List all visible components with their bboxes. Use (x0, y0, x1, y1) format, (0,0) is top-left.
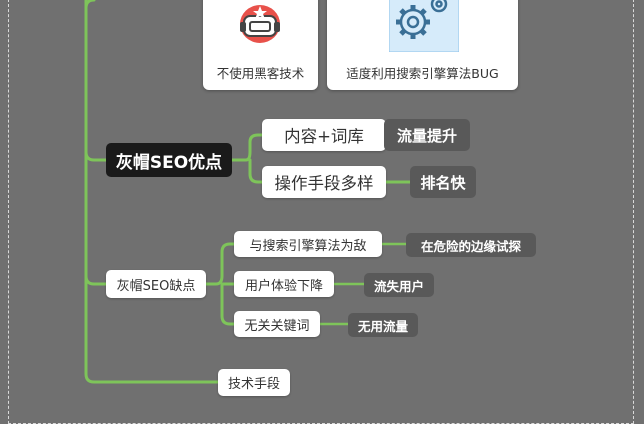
card-label: 不使用黑客技术 (216, 66, 305, 81)
branch-cons (84, 274, 108, 286)
connector-lines (84, 0, 412, 384)
methods-node[interactable]: 技术手段 (218, 369, 290, 396)
cons-tag-lost-users[interactable]: 流失用户 (364, 273, 434, 297)
pros-fork (230, 133, 264, 162)
pros-item-content-library[interactable]: 内容+词库 (262, 119, 386, 151)
cons-fork (204, 242, 236, 286)
trunk-line (84, 0, 220, 384)
pros-fork-2 (248, 158, 264, 184)
cons-node[interactable]: 灰帽SEO缺点 (106, 270, 206, 298)
branch-pros (84, 150, 108, 162)
cons-item-against-algorithm[interactable]: 与搜索引擎算法为敌 (234, 231, 382, 257)
card-no-hacking: 不使用黑客技术 (203, 0, 318, 90)
pros-tag-fast-ranking[interactable]: 排名快 (410, 166, 476, 198)
cons-item-irrelevant-keywords[interactable]: 无关关键词 (234, 311, 320, 337)
gears-icon (388, 0, 460, 56)
cons-item-ux-decline[interactable]: 用户体验下降 (234, 271, 334, 297)
branch-cards (84, 0, 96, 10)
cons-fork-3 (220, 282, 236, 326)
card-algorithm-bug: 适度利用搜索引擎算法BUG (327, 0, 518, 90)
cons-tag-edge-of-danger[interactable]: 在危险的边缘试探 (406, 233, 536, 257)
hacker-robot-icon (235, 2, 285, 50)
cons-tag-useless-traffic[interactable]: 无用流量 (348, 313, 418, 337)
pros-tag-traffic-boost[interactable]: 流量提升 (384, 119, 470, 151)
card-label: 适度利用搜索引擎算法BUG (346, 66, 499, 81)
pros-node[interactable]: 灰帽SEO优点 (106, 143, 232, 177)
pros-item-diverse-methods[interactable]: 操作手段多样 (262, 166, 386, 198)
